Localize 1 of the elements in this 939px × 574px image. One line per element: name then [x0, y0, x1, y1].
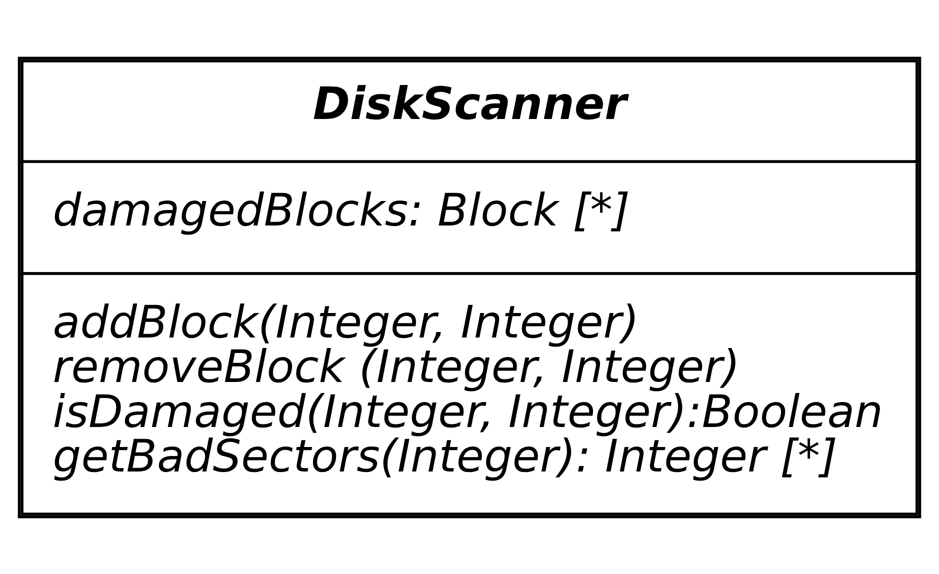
node-box: DiskScanner damagedBlocks: Block [*] addBlock(Integer, Integer) removeBlock (Integer, Integer) isDamaged(Integer, Integer):Boolean getBadSectors(Integer): Integer [*] [18, 56, 922, 518]
